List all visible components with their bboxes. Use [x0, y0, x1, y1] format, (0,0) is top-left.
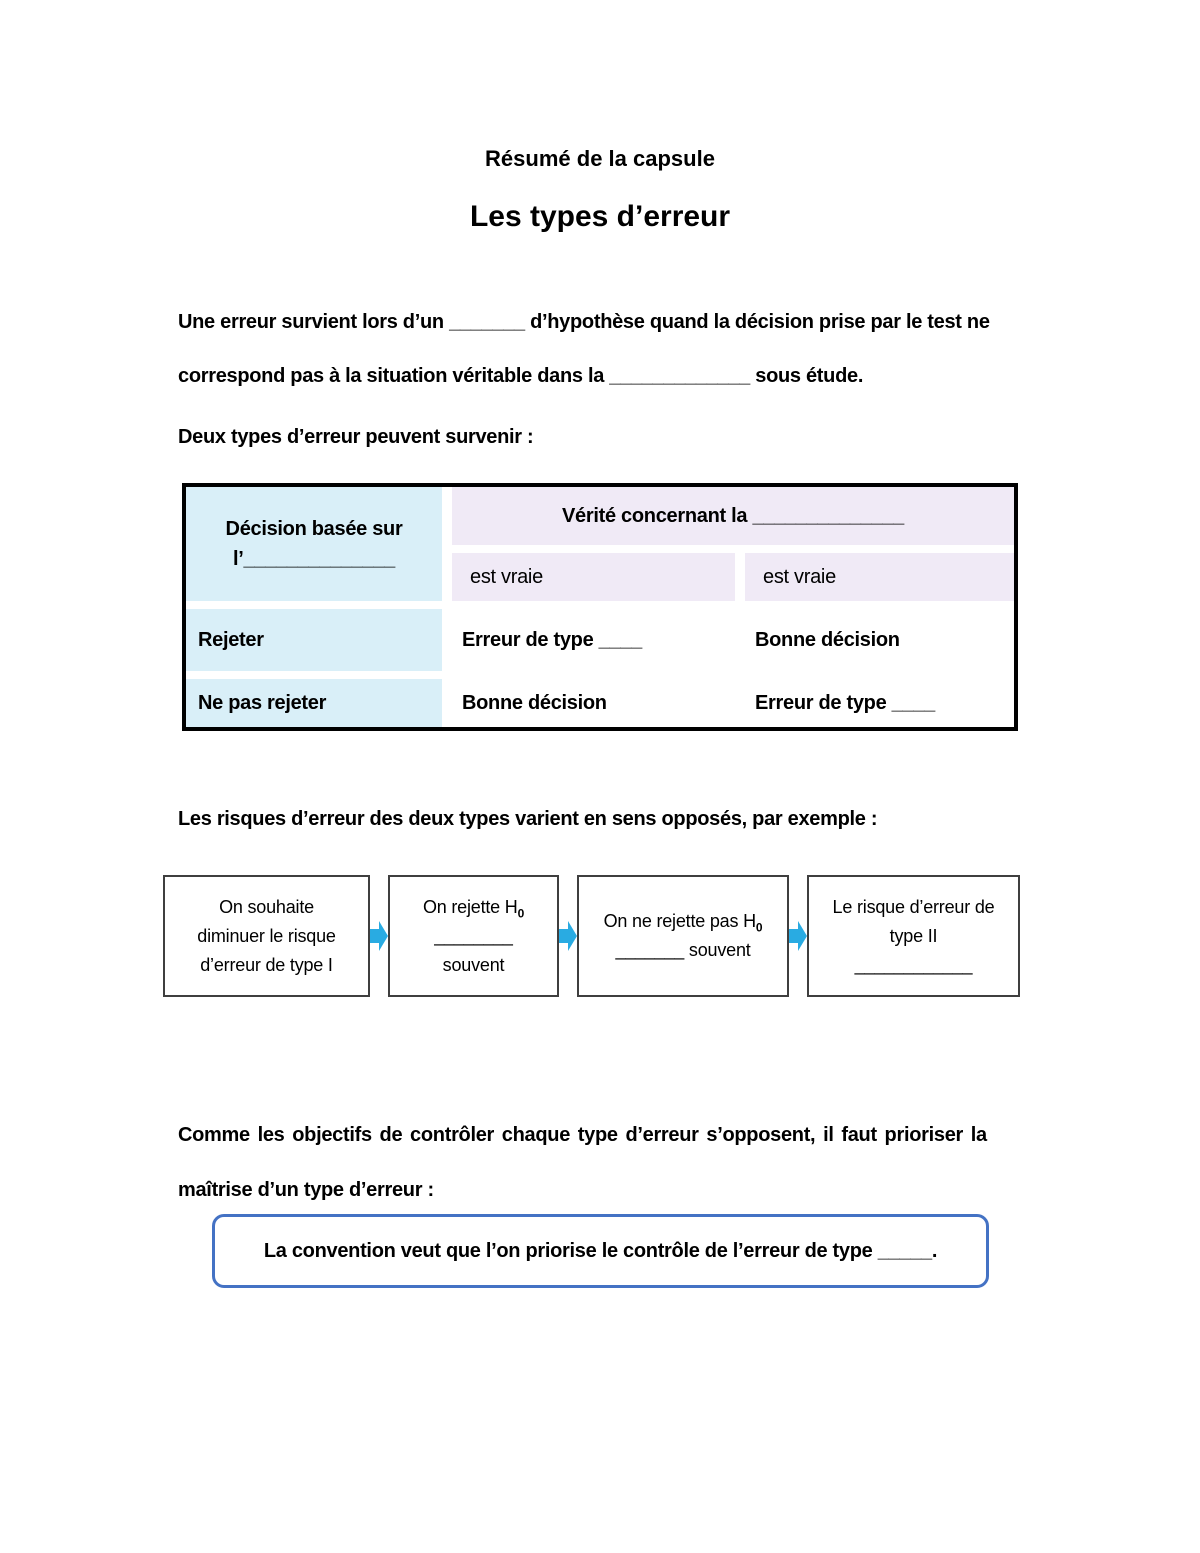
table-header-span: Vérité concernant la ______________ — [452, 487, 1014, 545]
flow-box-2: On rejette H0 ________ souvent — [388, 875, 559, 997]
corner-line-1: Décision basée sur — [225, 518, 403, 540]
table-cell-r2c2: Erreur de type ____ — [745, 679, 1014, 727]
h-zero-subscript: 0 — [755, 920, 763, 935]
table-subheader-1: est vraie — [452, 553, 735, 601]
priority-line-2: maîtrise d’un type d’erreur : — [178, 1179, 434, 1201]
doc-subtitle: Résumé de la capsule — [485, 146, 715, 171]
flow-arrow-icon — [559, 875, 577, 997]
page-title: Les types d’erreur — [469, 200, 731, 233]
flow-box-3-line-1-text: On ne rejette pas H — [603, 911, 756, 931]
risks-lead-in: Les risques d’erreur des deux types vari… — [178, 808, 878, 830]
convention-callout: La convention veut que l’on priorise le … — [212, 1214, 989, 1288]
flow-box-3-line-2: _______ souvent — [615, 940, 751, 960]
intro-line-2: correspond pas à la situation véritable … — [178, 365, 864, 387]
flow-diagram: On souhaite diminuer le risque d’erreur … — [163, 875, 1020, 997]
flow-arrow-icon — [370, 875, 388, 997]
flow-box-1-line-2: diminuer le risque — [197, 925, 336, 946]
flow-box-2-line-1-text: On rejette H — [422, 896, 518, 917]
table-subheader-2: est vraie — [745, 553, 1014, 601]
flow-box-2-blank: ________ — [434, 925, 513, 946]
flow-box-4-line-1: Le risque d’erreur de — [832, 896, 995, 917]
flow-box-1-line-1: On souhaite — [219, 896, 314, 917]
flow-box-2-line-1: On rejette H0 — [423, 893, 524, 922]
flow-box-1-line-3: d’erreur de type I — [200, 954, 333, 975]
flow-box-2-line-3: souvent — [442, 954, 505, 975]
corner-line-2: l’______________ — [232, 548, 396, 570]
flow-box-4-line-2: type II — [889, 925, 938, 946]
flow-box-1: On souhaite diminuer le risque d’erreur … — [163, 875, 370, 997]
flow-box-3: On ne rejette pas H0 _______ souvent — [577, 875, 789, 997]
table-row-label-rejeter: Rejeter — [186, 609, 442, 671]
flow-box-3-line-1: On ne rejette pas H0 — [604, 907, 763, 936]
table-cell-r1c2: Bonne décision — [745, 609, 1014, 671]
flow-box-4: Le risque d’erreur de type II __________… — [807, 875, 1020, 997]
priority-line-1: Comme les objectifs de contrôler chaque … — [178, 1124, 987, 1146]
priority-paragraph: Comme les objectifs de contrôler chaque … — [178, 1108, 1022, 1218]
h-zero-subscript: 0 — [517, 906, 525, 921]
table-cell-r1c1: Erreur de type ____ — [452, 609, 735, 671]
two-types-lead-in: Deux types d’erreur peuvent survenir : — [178, 426, 534, 448]
table-row-label-ne-pas-rejeter: Ne pas rejeter — [186, 679, 442, 727]
error-types-table: Décision basée sur l’______________ Véri… — [182, 483, 1018, 731]
intro-paragraph: Une erreur survient lors d’un _______ d’… — [178, 295, 1022, 403]
convention-text: La convention veut que l’on priorise le … — [263, 1239, 938, 1262]
flow-box-4-blank: ____________ — [854, 954, 973, 975]
table-cell-r2c1: Bonne décision — [452, 679, 735, 727]
table-corner-cell: Décision basée sur l’______________ — [186, 487, 442, 601]
flow-arrow-icon — [789, 875, 807, 997]
intro-line-1: Une erreur survient lors d’un _______ d’… — [178, 311, 990, 333]
